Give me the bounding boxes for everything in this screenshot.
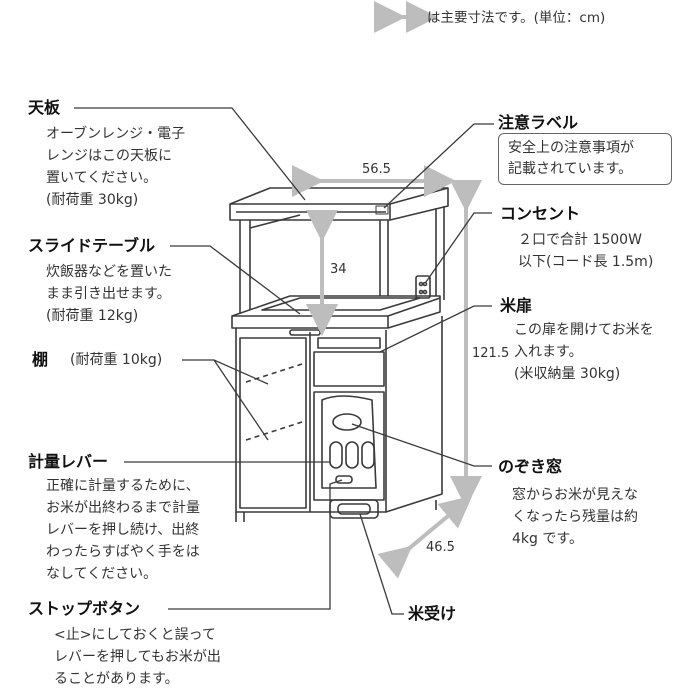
rice-tray-title: 米受け — [408, 604, 457, 623]
caution-label-title: 注意ラベル — [498, 113, 579, 132]
leader-lines — [74, 107, 494, 615]
window-line-2: くなったら残量は約 — [512, 509, 638, 525]
shelf-title: 棚 — [32, 350, 49, 369]
lever-line-3: レバーを押し続け、出終 — [46, 522, 200, 538]
window-line-3: 4kg です。 — [512, 531, 583, 547]
dimension-depth: 46.5 — [426, 540, 455, 555]
lever-title: 計量レバー — [28, 452, 109, 471]
caution-label-sticker — [375, 205, 389, 215]
outlet-line-2: 以下(コード長 1.5m) — [518, 254, 654, 270]
rice-door-line-3: (米収納量 30kg) — [514, 366, 621, 382]
caution-label-line-1: 安全上の注意事項が — [508, 140, 634, 156]
lever-line-1: 正確に計量するために、 — [46, 478, 200, 494]
caution-label-box — [498, 133, 672, 185]
stop-button-line-2: レバーを押してもお米が出 — [54, 649, 221, 665]
dimension-width: 56.5 — [362, 162, 391, 177]
rice-door-title: 米扉 — [500, 296, 533, 315]
lever-line-5: なしてください。 — [46, 566, 158, 582]
window-title: のぞき窓 — [498, 457, 563, 476]
legend-text: は主要寸法です。(単位：cm) — [427, 10, 606, 26]
tenban-line-4: (耐荷重 30kg) — [46, 192, 139, 208]
dimension-arrows — [292, 165, 482, 579]
stop-button-line-3: ることがあります。 — [54, 671, 179, 687]
rice-door-line-2: 入れます。 — [514, 344, 583, 360]
window-line-1: 窓からお米が見えな — [512, 487, 638, 503]
stop-button-title: ストップボタン — [28, 599, 141, 618]
cabinet-illustration — [229, 187, 449, 522]
slide-table-line-3: (耐荷重 12kg) — [46, 308, 139, 324]
tenban-line-2: レンジはこの天板に — [46, 148, 172, 164]
shelf-note: (耐荷重 10kg) — [70, 352, 163, 368]
outlet-title: コンセント — [500, 204, 581, 223]
slide-table-title: スライドテーブル — [28, 236, 156, 255]
rice-door-line-1: この扉を開けてお米を — [514, 322, 654, 338]
tenban-line-3: 置いてください。 — [46, 170, 158, 186]
tenban-title: 天板 — [28, 98, 61, 117]
tenban-line-1: オーブンレンジ・電子 — [46, 126, 186, 142]
dimension-shelf-height: 34 — [330, 262, 347, 277]
slide-table-line-1: 炊飯器などを置いた — [46, 264, 172, 280]
stop-button-line-1: <止>にしておくと誤って — [54, 627, 216, 643]
lever-line-2: お米が出終わるまで計量 — [46, 500, 200, 516]
outlet-line-1: ２口で合計 1500W — [518, 232, 642, 248]
caution-label-line-2: 記載されています。 — [508, 161, 633, 177]
dimension-height: 121.5 — [472, 346, 510, 361]
slide-table-line-2: まま引き出せます。 — [46, 286, 171, 302]
lever-line-4: わったらすばやく手をは — [46, 544, 200, 560]
